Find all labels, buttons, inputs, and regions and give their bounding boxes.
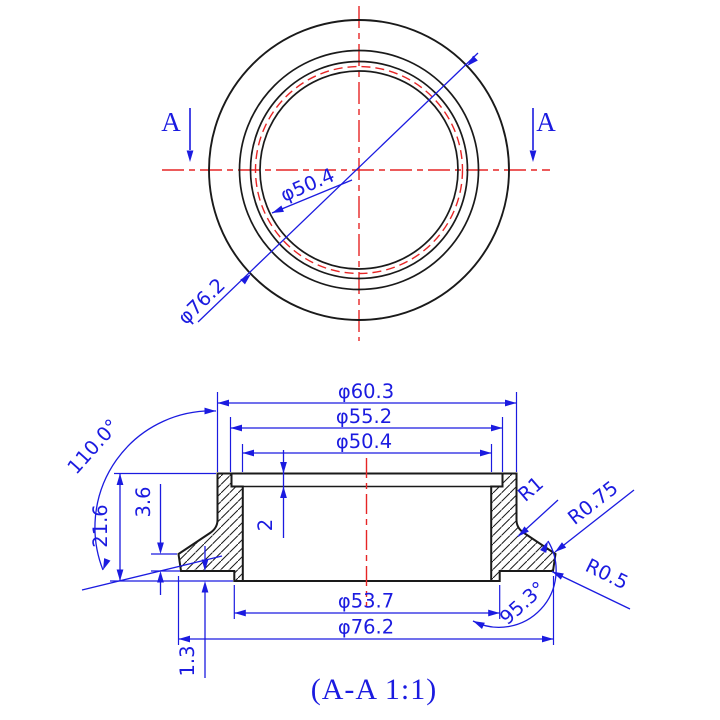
arrow-skirt-top xyxy=(157,542,164,554)
circle-groove-55 xyxy=(249,60,469,280)
dim-label-53: φ53.7 xyxy=(338,590,394,613)
section-view: φ60.3 φ55.2 φ50.4 2 21.6 3.6 1.3 xyxy=(63,380,635,678)
arrow-lip-bot xyxy=(201,581,209,593)
arrow-groove-top xyxy=(280,462,287,474)
circle-od-76 xyxy=(208,19,510,321)
angle-leg-110 xyxy=(81,555,223,591)
dim-label-60: φ60.3 xyxy=(338,380,394,403)
section-arrow-left xyxy=(186,150,194,162)
circle-od-60 xyxy=(238,49,480,291)
angle-arc-95 xyxy=(472,540,557,628)
arrow-76-l xyxy=(178,635,190,643)
arrow-groove-bot xyxy=(280,486,287,498)
dim-diagonal-line xyxy=(197,52,479,323)
label-top-od: φ76.2 xyxy=(173,273,229,329)
arrow-76-r xyxy=(542,635,554,643)
arrow-60-l xyxy=(217,399,229,407)
dim-label-55: φ55.2 xyxy=(336,405,392,428)
part-section-left xyxy=(177,472,244,582)
arrow-bore xyxy=(270,205,284,217)
dim-label-95: 95.3° xyxy=(495,577,550,630)
dim-label-110: 110.0° xyxy=(63,415,124,479)
angle-arc-110 xyxy=(94,410,217,571)
dim-label-r05: R0.5 xyxy=(582,554,632,594)
dim-label-76: φ76.2 xyxy=(338,616,394,639)
dim-label-skirt: 3.6 xyxy=(132,486,155,517)
arrow-50-l xyxy=(242,449,254,457)
top-view: φ50.4 φ76.2 A A xyxy=(161,6,556,341)
arrow-55-r xyxy=(491,424,503,432)
arrow-95-low xyxy=(471,617,485,629)
extension-lines xyxy=(110,392,555,645)
circle-gasket-red xyxy=(254,65,464,275)
leader-r05 xyxy=(551,570,631,610)
arrow-60-r xyxy=(505,399,517,407)
dim-label-50: φ50.4 xyxy=(336,430,392,453)
dim-label-lip: 1.3 xyxy=(176,645,199,676)
arrow-55-l xyxy=(230,424,242,432)
section-letter-right: A xyxy=(536,107,556,137)
leader-bore xyxy=(271,179,353,214)
caption: (A-A 1:1) xyxy=(311,673,437,706)
section-arrow-right xyxy=(529,150,537,162)
arrow-height-bot xyxy=(116,569,124,581)
arrow-53-l xyxy=(234,609,246,617)
arrow-110-top xyxy=(204,407,216,415)
arrow-height-top xyxy=(116,473,124,485)
arrow-50-r xyxy=(480,449,492,457)
circle-bore-50 xyxy=(259,70,459,270)
arrow-skirt-bot xyxy=(157,571,164,583)
leader-r075 xyxy=(554,489,635,553)
dim-label-r1: R1 xyxy=(513,472,548,506)
section-letter-left: A xyxy=(161,107,181,137)
dim-label-groove: 2 xyxy=(254,519,277,531)
dim-label-height: 21.6 xyxy=(89,504,112,547)
